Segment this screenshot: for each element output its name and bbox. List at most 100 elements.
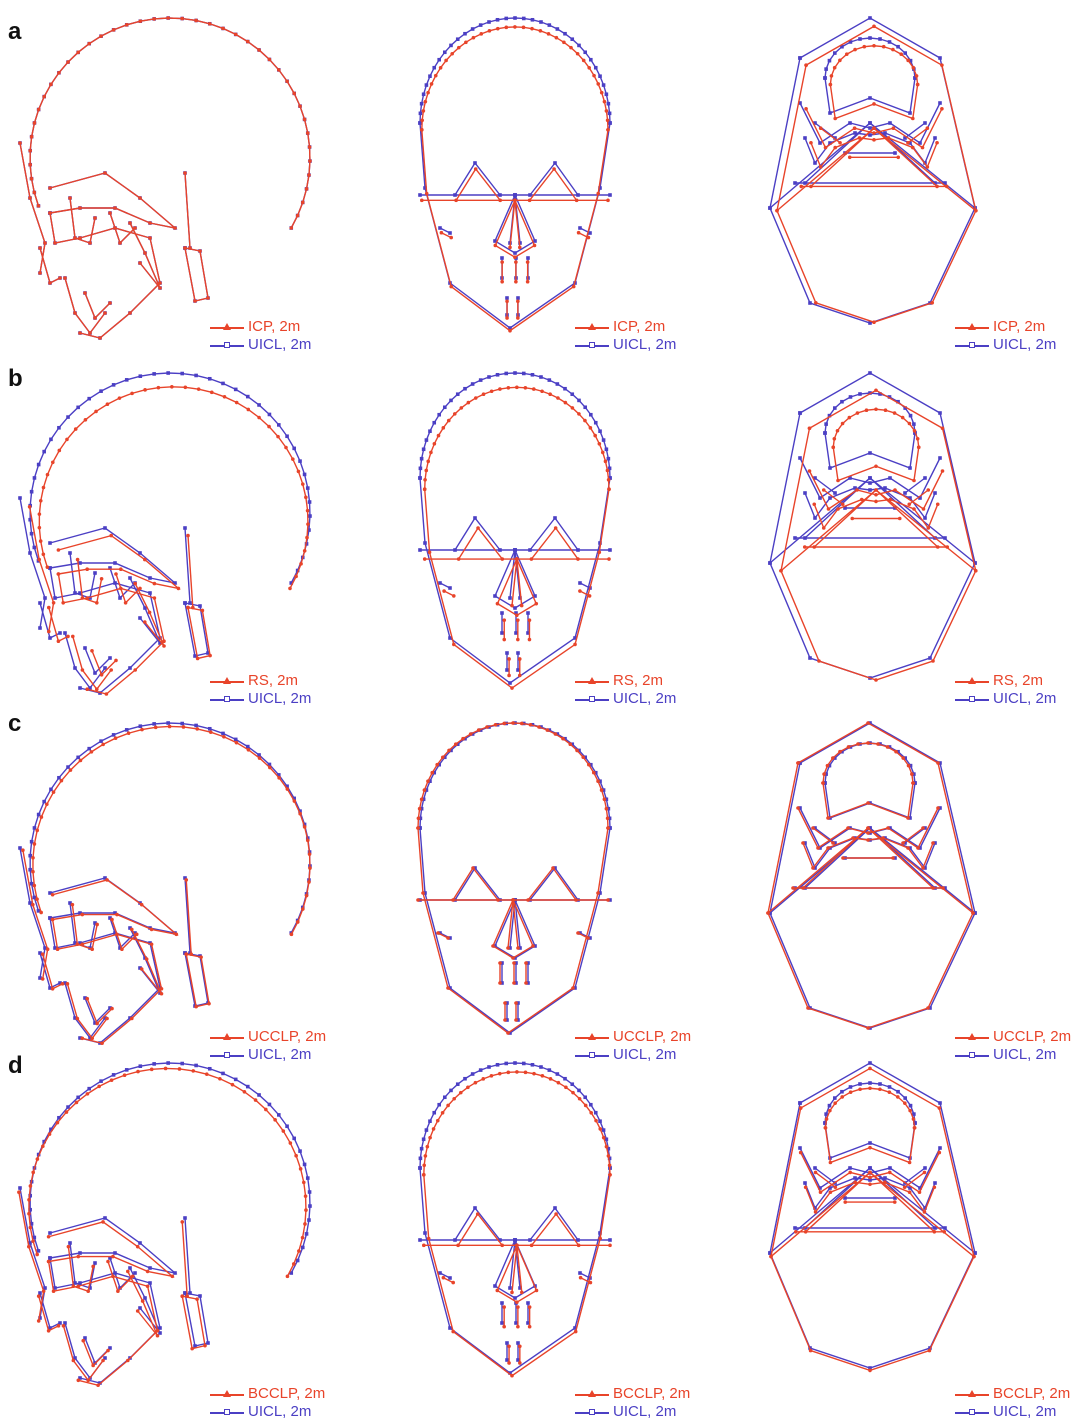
legend-label: UICL, 2m xyxy=(993,1046,1056,1064)
panel-c-basal-view xyxy=(766,721,977,1030)
triangle-marker xyxy=(476,1212,480,1216)
square-marker xyxy=(858,392,862,396)
triangle-marker xyxy=(578,589,582,593)
reference-outline xyxy=(30,723,310,933)
triangle-marker xyxy=(433,442,437,446)
triangle-marker xyxy=(133,668,137,672)
triangle-marker xyxy=(514,260,518,264)
triangle-marker xyxy=(420,199,424,203)
square-marker xyxy=(18,1186,22,1190)
square-marker xyxy=(38,626,42,630)
triangle-marker xyxy=(210,391,214,395)
square-marker xyxy=(471,382,475,386)
triangle-marker xyxy=(912,479,916,483)
triangle-marker xyxy=(848,156,852,160)
compare-outline xyxy=(825,1128,914,1163)
square-marker xyxy=(868,1141,872,1145)
triangle-marker xyxy=(37,108,41,112)
square-marker xyxy=(463,32,467,36)
square-marker xyxy=(528,548,532,552)
triangle-marker xyxy=(75,1101,79,1105)
triangle-marker xyxy=(911,117,915,121)
triangle-marker xyxy=(143,620,147,624)
square-marker xyxy=(583,1095,587,1099)
triangle-marker xyxy=(81,1339,85,1343)
triangle-marker xyxy=(600,788,604,792)
triangle-marker xyxy=(222,735,226,739)
triangle-marker xyxy=(85,687,89,691)
triangle-marker xyxy=(90,649,94,653)
triangle-marker xyxy=(291,457,295,461)
square-marker xyxy=(303,473,307,477)
triangle-marker xyxy=(511,898,515,902)
square-marker xyxy=(938,101,942,105)
triangle-marker xyxy=(888,1171,892,1175)
square-marker xyxy=(125,728,129,732)
square-marker xyxy=(198,604,202,608)
triangle-marker xyxy=(442,426,446,430)
triangle-marker xyxy=(178,1067,182,1071)
square-marker xyxy=(103,526,107,530)
triangle-marker xyxy=(531,944,535,948)
square-marker xyxy=(425,438,429,442)
triangle-marker xyxy=(526,260,530,264)
triangle-marker xyxy=(515,614,519,618)
triangle-marker xyxy=(208,22,212,26)
legend-entry-compare: RS, 2m xyxy=(955,672,1056,690)
triangle-marker xyxy=(930,301,934,305)
triangle-marker xyxy=(453,412,457,416)
triangle-marker xyxy=(571,1091,575,1095)
square-marker xyxy=(858,37,862,41)
triangle-marker xyxy=(73,311,77,315)
square-marker xyxy=(793,536,797,540)
square-marker xyxy=(103,1216,107,1220)
triangle-marker xyxy=(28,149,32,153)
square-marker xyxy=(608,548,612,552)
compare-outline xyxy=(50,213,160,338)
reference-outline xyxy=(420,1063,610,1168)
square-marker xyxy=(479,1068,483,1072)
square-marker xyxy=(498,548,502,552)
triangle-marker xyxy=(38,512,42,516)
legend-label: UICL, 2m xyxy=(613,690,676,708)
triangle-marker xyxy=(926,165,930,169)
triangle-marker xyxy=(794,1230,798,1234)
compare-outline xyxy=(806,1182,935,1212)
square-marker xyxy=(453,193,457,197)
triangle-marker xyxy=(853,126,857,130)
triangle-marker xyxy=(296,214,300,218)
triangle-marker xyxy=(516,300,520,304)
triangle-marker xyxy=(537,725,541,729)
square-marker xyxy=(479,378,483,382)
triangle-marker xyxy=(933,1185,937,1189)
triangle-marker xyxy=(42,95,46,99)
square-marker xyxy=(928,656,932,660)
square-marker xyxy=(37,813,41,817)
triangle-marker xyxy=(931,841,935,845)
square-marker xyxy=(923,1166,927,1170)
triangle-marker xyxy=(31,1171,35,1175)
reference-outline xyxy=(185,1293,208,1346)
square-marker xyxy=(598,74,602,78)
compare-outline xyxy=(422,27,608,130)
triangle-marker xyxy=(171,1275,175,1279)
triangle-marker xyxy=(123,1073,127,1077)
square-marker xyxy=(508,681,512,685)
triangle-marker xyxy=(243,1090,247,1094)
compare-outline xyxy=(771,1172,974,1256)
triangle-marker xyxy=(449,236,453,240)
square-marker xyxy=(903,491,907,495)
triangle-marker xyxy=(452,643,456,647)
triangle-marker xyxy=(28,196,32,200)
triangle-marker xyxy=(821,781,825,785)
triangle-marker xyxy=(501,557,505,561)
triangle-marker xyxy=(598,550,602,554)
triangle-marker xyxy=(868,1369,872,1373)
triangle-marker xyxy=(51,460,55,464)
legend-label: UICL, 2m xyxy=(613,1403,676,1421)
square-marker xyxy=(298,459,302,463)
triangle-marker xyxy=(133,582,137,586)
triangle-marker xyxy=(791,886,795,890)
triangle-marker xyxy=(258,756,262,760)
triangle-marker xyxy=(303,825,307,829)
